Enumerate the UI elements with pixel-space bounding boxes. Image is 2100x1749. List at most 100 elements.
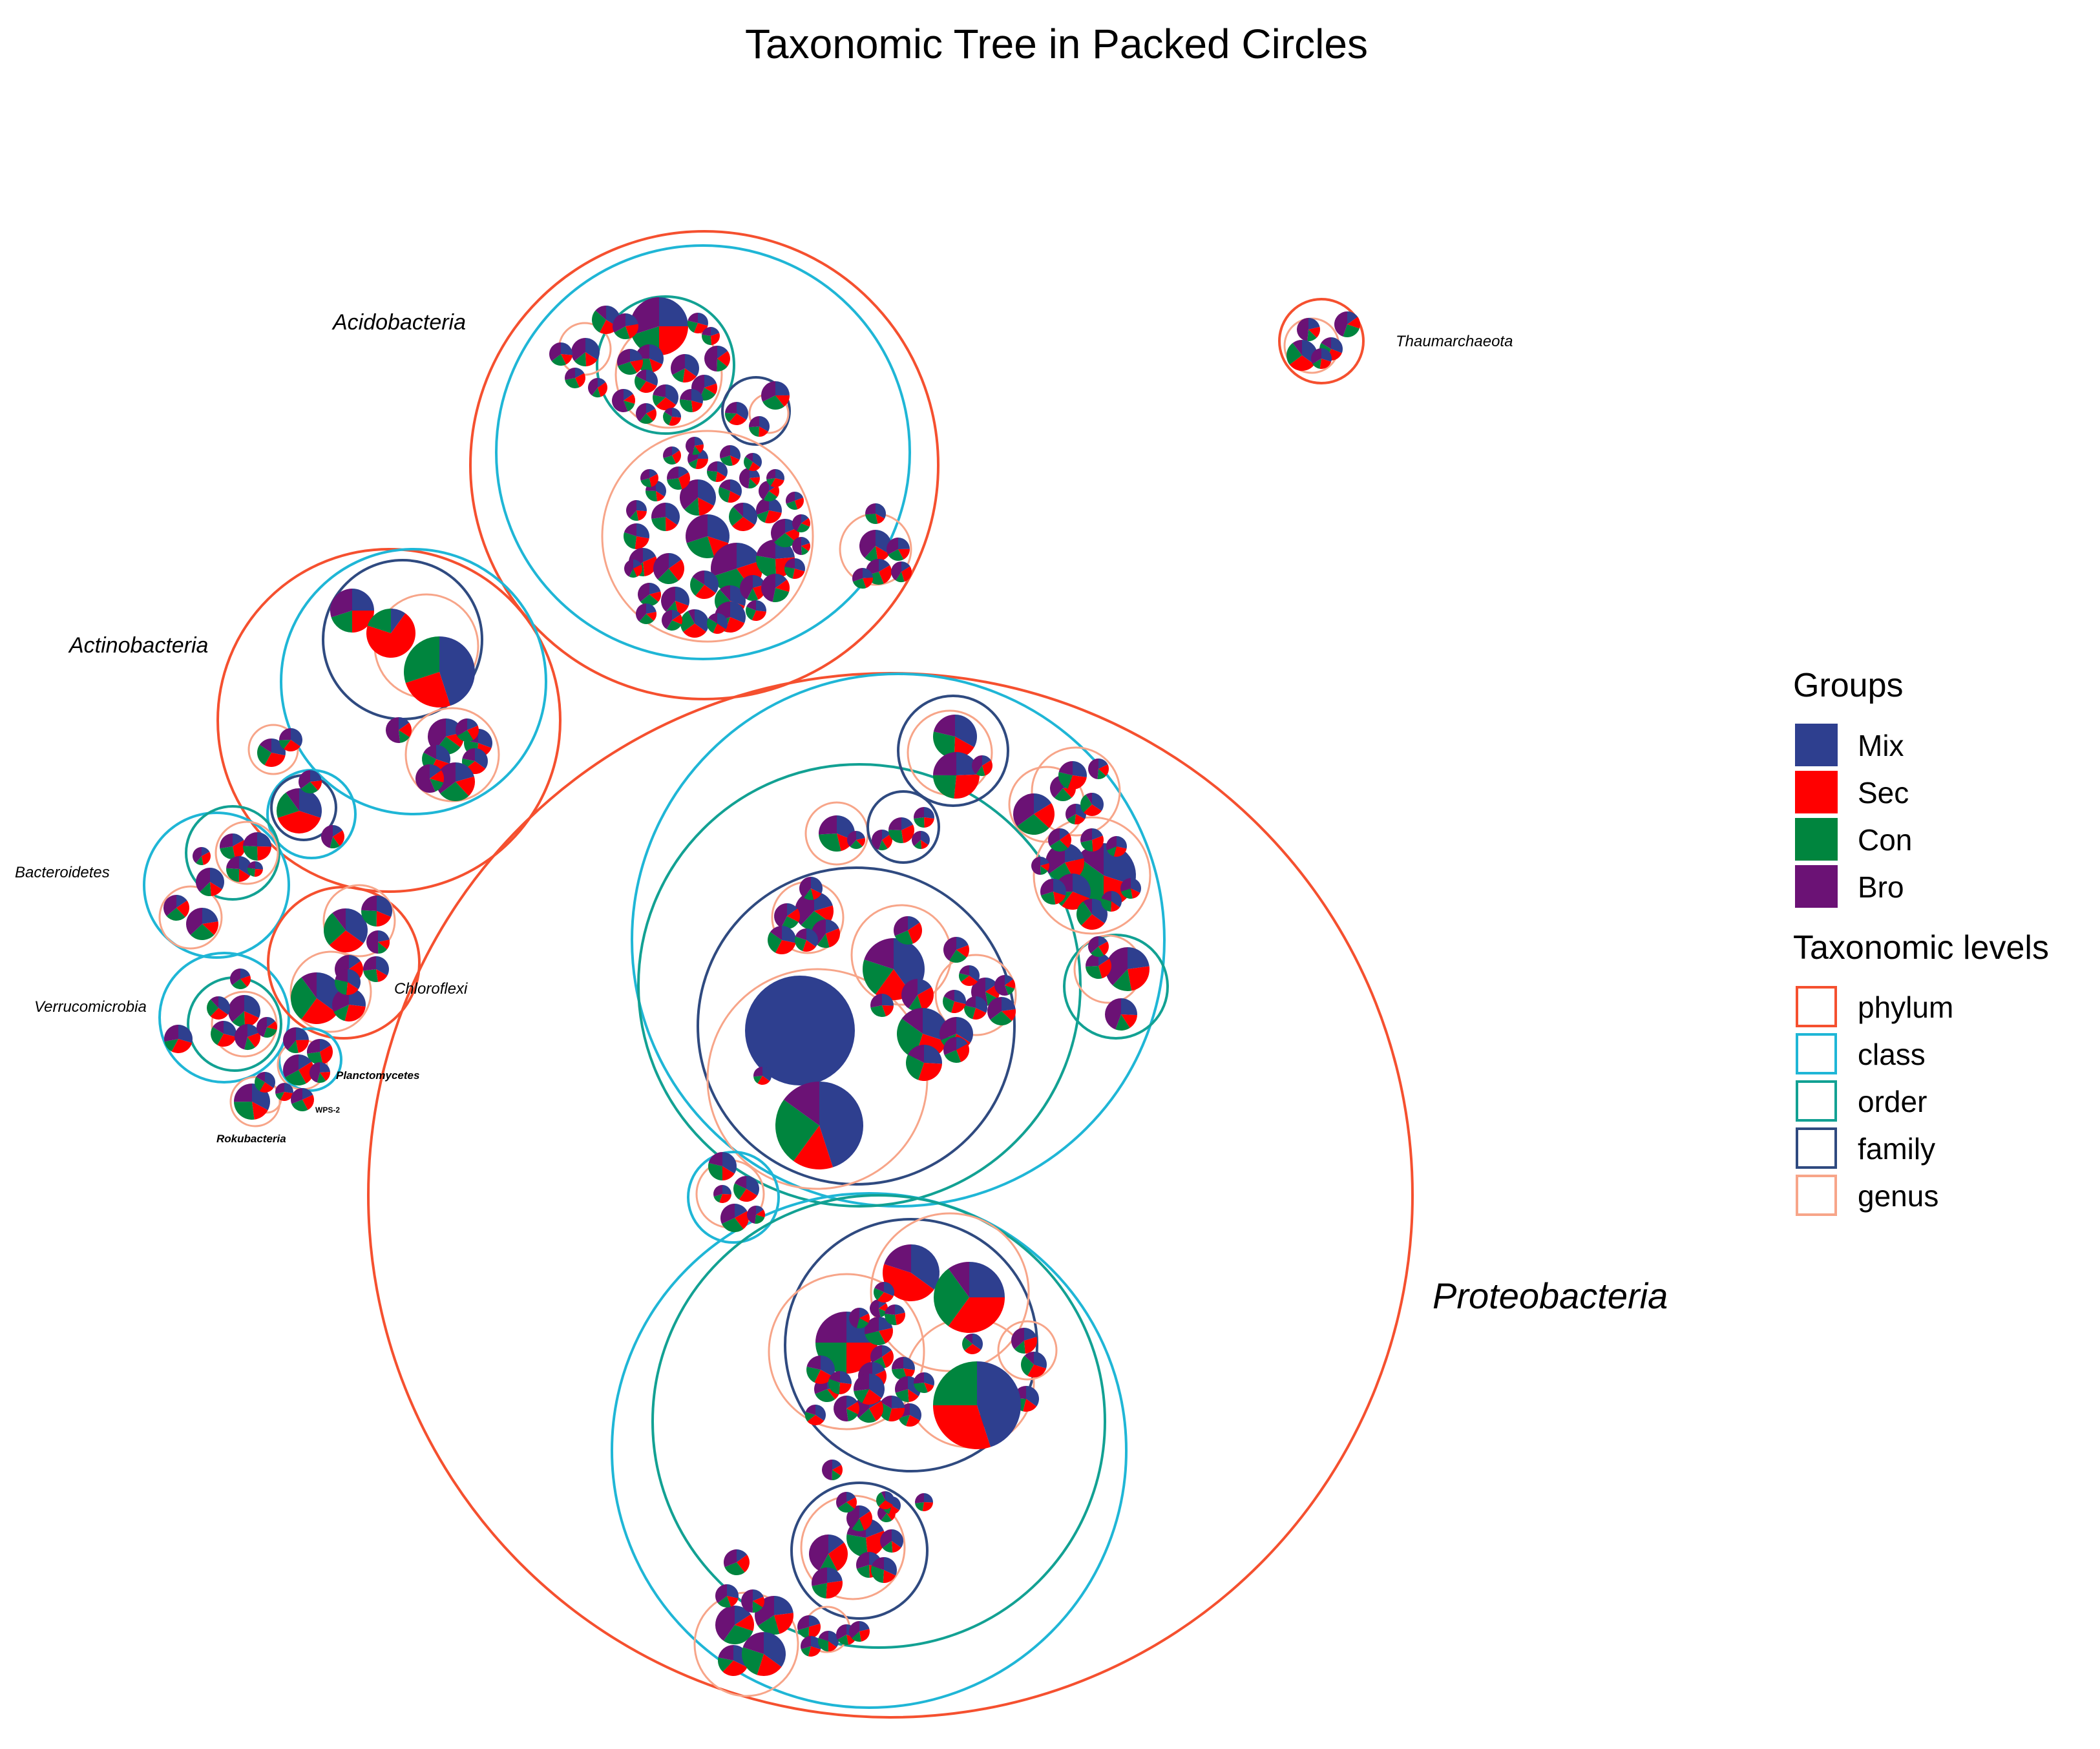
pie-slice-mix (1121, 998, 1137, 1016)
label-chloroflexi: Chloroflexi (394, 980, 468, 998)
genus-pie (799, 877, 823, 900)
pie-slice-mix (1073, 874, 1091, 899)
pie-slice-sec (982, 760, 992, 776)
pie-slice-con (164, 1039, 178, 1052)
genus-pie (1105, 998, 1137, 1031)
pie-slice-sec (405, 672, 450, 707)
pie-slice-sec (879, 565, 892, 584)
pie-slice-bro (708, 613, 717, 623)
pie-slice-mix (828, 1534, 845, 1554)
pie-slice-bro (688, 609, 695, 623)
pie-slice-sec (901, 566, 912, 582)
pie-slice-con (757, 510, 769, 523)
pie-slice-sec (814, 1370, 834, 1384)
pie-slice-con (963, 1005, 976, 1020)
pie-slice-mix (349, 955, 361, 969)
pie-slice-sec (882, 833, 892, 849)
pie-slice-mix (737, 543, 762, 569)
pie-slice-mix (806, 928, 818, 947)
genus-pie (797, 1615, 821, 1639)
genus-pie (746, 600, 766, 621)
pie-slice-mix (846, 1396, 858, 1409)
pie-slice-mix (478, 729, 493, 748)
pie-slice-bro (715, 1584, 727, 1603)
pie-slice-mix (774, 1596, 793, 1615)
pie-slice-bro (210, 996, 218, 1008)
pie-slice-sec (730, 456, 740, 466)
pie-slice-con (651, 517, 666, 531)
genus-pie (638, 583, 661, 607)
genus-pie (784, 558, 806, 580)
pie-slice-sec (708, 536, 729, 558)
pie-slice-con (1017, 814, 1049, 835)
pie-slice-mix (1053, 879, 1066, 895)
pie-slice-con (763, 491, 778, 501)
pie-slice-bro (915, 1493, 924, 1503)
pie-slice-con (888, 830, 903, 843)
pie-slice-con (690, 576, 704, 596)
genus-pie (1087, 759, 1109, 779)
pie-slice-sec (352, 611, 374, 633)
class-circle (143, 812, 290, 959)
pie-slice-sec (956, 1043, 969, 1062)
pie-slice-con (652, 395, 666, 406)
pie-slice-mix (762, 1067, 772, 1082)
pie-slice-con (666, 620, 682, 631)
pie-slice-bro (795, 928, 806, 940)
pie-slice-bro (233, 1084, 252, 1102)
pie-slice-sec (764, 510, 782, 523)
genus-pie (963, 996, 987, 1020)
pie-slice-sec (284, 740, 300, 751)
pie-slice-sec (905, 1415, 920, 1427)
pie-slice-bro (680, 389, 691, 401)
pie-slice-mix (1347, 311, 1358, 324)
genus-pie (745, 976, 855, 1085)
pie-slice-sec (1128, 966, 1150, 991)
pie-slice-mix (333, 825, 343, 837)
pie-slice-mix (1308, 318, 1320, 330)
pie-slice-sec (675, 601, 689, 615)
pie-slice-con (775, 1100, 819, 1162)
pie-slice-bro (663, 446, 672, 459)
pie-slice-sec (846, 1635, 856, 1645)
pie-slice-sec (659, 326, 688, 355)
pie-slice-bro (415, 764, 436, 793)
pie-slice-mix (872, 1362, 885, 1376)
genus-pie (1080, 793, 1104, 816)
pie-slice-sec (636, 510, 647, 521)
pie-slice-sec (302, 1094, 314, 1110)
pie-slice-con (1021, 1356, 1034, 1376)
pie-slice-bro (770, 926, 782, 940)
pie-slice-con (871, 1566, 884, 1583)
pie-slice-mix (646, 403, 656, 414)
genus-pie (959, 965, 980, 986)
pie-slice-mix (320, 1062, 330, 1073)
pie-slice-bro (852, 568, 863, 582)
pie-slice-mix (678, 466, 689, 478)
pie-slice-bro (704, 346, 717, 372)
pie-slice-mix (1073, 761, 1087, 778)
genus-pie (1311, 348, 1332, 369)
pie-slice-bro (301, 972, 317, 998)
pie-slice-bro (734, 1176, 746, 1189)
pie-slice-sec (908, 922, 922, 944)
pie-slice-mix (240, 969, 251, 979)
pie-slice-mix (811, 1636, 821, 1650)
pie-slice-con (1343, 324, 1360, 337)
pie-slice-sec (859, 1314, 870, 1323)
pie-slice-con (934, 1268, 969, 1326)
pie-slice-con (746, 606, 756, 620)
pie-slice-bro (363, 956, 376, 971)
pie-slice-con (232, 1011, 246, 1027)
pie-slice-bro (185, 907, 202, 936)
pie-slice-mix (969, 1262, 1005, 1297)
pie-slice-con (784, 566, 795, 579)
genus-pie (987, 997, 1016, 1025)
pie-slice-bro (1321, 337, 1331, 349)
pie-slice-mix (924, 1372, 934, 1386)
genus-pie (870, 1345, 894, 1369)
pie-slice-bro (805, 1405, 815, 1415)
pie-slice-mix (954, 990, 967, 1005)
pie-slice-sec (649, 591, 661, 602)
genus-pie (276, 788, 322, 833)
